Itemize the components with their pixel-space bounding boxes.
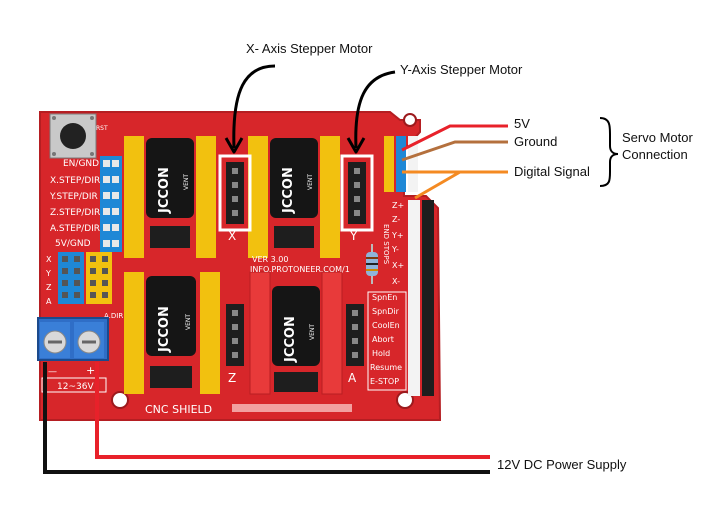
wire-ground: [401, 140, 508, 162]
terminal-plus-label: +: [86, 364, 95, 377]
label-rst: RST: [96, 125, 108, 132]
endstop-y-plus: Y+: [391, 231, 404, 240]
servo-header: [384, 136, 418, 192]
capacitors: JCCON VENT JCCON VENT JCCON VENT JCCON V…: [146, 138, 320, 366]
motor-header-y: [348, 162, 366, 224]
board-title: CNC SHIELD: [145, 403, 212, 416]
endstop-labels: END STOPS Z+ Z- Y+ Y- X+ X-: [382, 201, 404, 286]
func-label-coolen: CoolEn: [372, 321, 400, 330]
driver-sockets-bottom-left: [124, 272, 220, 394]
pin-label-y-step: Y.STEP/DIR: [49, 192, 98, 202]
resistor: [366, 244, 378, 284]
mounting-hole: [111, 391, 129, 409]
left-pin-labels: EN/GND X.STEP/DIR Y.STEP/DIR Z.STEP/DIR …: [49, 159, 100, 249]
capacitor: JCCON VENT: [272, 286, 320, 366]
y-motor-highlight: [340, 154, 374, 232]
power-terminal-block: [37, 317, 109, 361]
x-motor-highlight: [218, 154, 252, 232]
wire-5v: [401, 124, 508, 152]
pin-label-a-step: A.STEP/DIR: [50, 224, 100, 234]
mounting-hole: [403, 113, 417, 127]
power-supply-label: 12V DC Power Supply: [497, 457, 627, 472]
endstop-z-plus: Z+: [392, 201, 404, 210]
servo-connection-label-2: Connection: [622, 147, 688, 162]
pin-label-z-step: Z.STEP/DIR: [50, 208, 100, 218]
y-motor-arrow: [346, 70, 396, 154]
reset-button: [49, 113, 97, 159]
x-motor-arrow: [224, 64, 276, 154]
jumper-block: [58, 252, 112, 304]
endstop-title: END STOPS: [382, 224, 390, 265]
endstop-z-minus: Z-: [392, 215, 400, 224]
axis-letter-a: A: [46, 297, 52, 306]
axis-letter-x-header: X: [228, 229, 236, 243]
website-text: INFO.PROTONEER.COM/1: [250, 265, 350, 274]
terminal-minus-label: —: [48, 367, 57, 377]
axis-letter-z: Z: [46, 283, 52, 292]
wire-power-positive: [95, 362, 490, 459]
pin-label-en-gnd: EN/GND: [63, 159, 99, 169]
bottom-header: [232, 404, 352, 412]
endstop-y-minus: Y-: [391, 245, 399, 254]
func-label-abort: Abort: [372, 335, 394, 344]
ground-label: Ground: [514, 134, 558, 149]
capacitor-brand: JCCON: [157, 306, 172, 353]
motor-header-a: [346, 304, 364, 366]
axis-letter-z-header: Z: [228, 371, 236, 385]
axis-letters: X Y Z A: [45, 255, 52, 306]
capacitor-sub: VENT: [185, 314, 192, 330]
servo-brace: [599, 117, 619, 187]
func-label-hold: Hold: [372, 349, 390, 358]
motor-header-x: [226, 162, 244, 224]
driver-sockets-bottom-right: [249, 271, 343, 395]
wire-signal-tail: [414, 170, 461, 200]
y-axis-motor-label: Y-Axis Stepper Motor: [400, 62, 523, 77]
version-text: VER 3.00: [252, 255, 288, 264]
capacitor: JCCON VENT: [146, 276, 196, 356]
endstop-header: [408, 200, 434, 396]
axis-letter-x: X: [46, 255, 52, 264]
capacitor-brand: JCCON: [283, 316, 298, 363]
endstop-x-plus: X+: [392, 261, 404, 270]
func-label-estop: E-STOP: [370, 377, 399, 386]
capacitor-sub: VENT: [183, 174, 190, 190]
capacitor-brand: JCCON: [281, 167, 296, 214]
func-label-spnen: SpnEn: [372, 293, 397, 302]
driver-sockets-top: [124, 136, 340, 258]
func-label-spndir: SpnDir: [372, 307, 400, 316]
motor-header-z: [226, 304, 244, 366]
wire-power-negative: [43, 362, 490, 474]
label-adir: A.DIR: [104, 312, 123, 320]
digital-signal-label: Digital Signal: [514, 164, 590, 179]
func-label-resume: Resume: [370, 363, 402, 372]
x-axis-motor-label: X- Axis Stepper Motor: [246, 41, 373, 56]
pin-label-x-step: X.STEP/DIR: [50, 176, 100, 186]
cnc-shield-board: EN/GND X.STEP/DIR Y.STEP/DIR Z.STEP/DIR …: [39, 111, 442, 421]
servo-connection-label-1: Servo Motor: [622, 130, 693, 145]
microstep-headers: [150, 226, 318, 392]
capacitor-brand: JCCON: [157, 167, 172, 214]
axis-letter-y: Y: [45, 269, 51, 278]
capacitor: JCCON VENT: [146, 138, 194, 218]
pin-label-5v-gnd: 5V/GND: [55, 239, 91, 249]
function-labels: SpnEn SpnDir CoolEn Abort Hold Resume E-…: [367, 291, 407, 391]
capacitor: JCCON VENT: [270, 138, 318, 218]
axis-letter-a-header: A: [348, 371, 357, 385]
voltage-label: 12~36V: [57, 382, 94, 392]
five-v-label: 5V: [514, 116, 530, 131]
axis-letter-y-header: Y: [349, 229, 358, 243]
capacitor-sub: VENT: [309, 324, 316, 340]
capacitor-sub: VENT: [307, 174, 314, 190]
left-pin-header: [100, 156, 122, 252]
endstop-x-minus: X-: [392, 277, 400, 286]
voltage-label-box: [41, 377, 107, 393]
